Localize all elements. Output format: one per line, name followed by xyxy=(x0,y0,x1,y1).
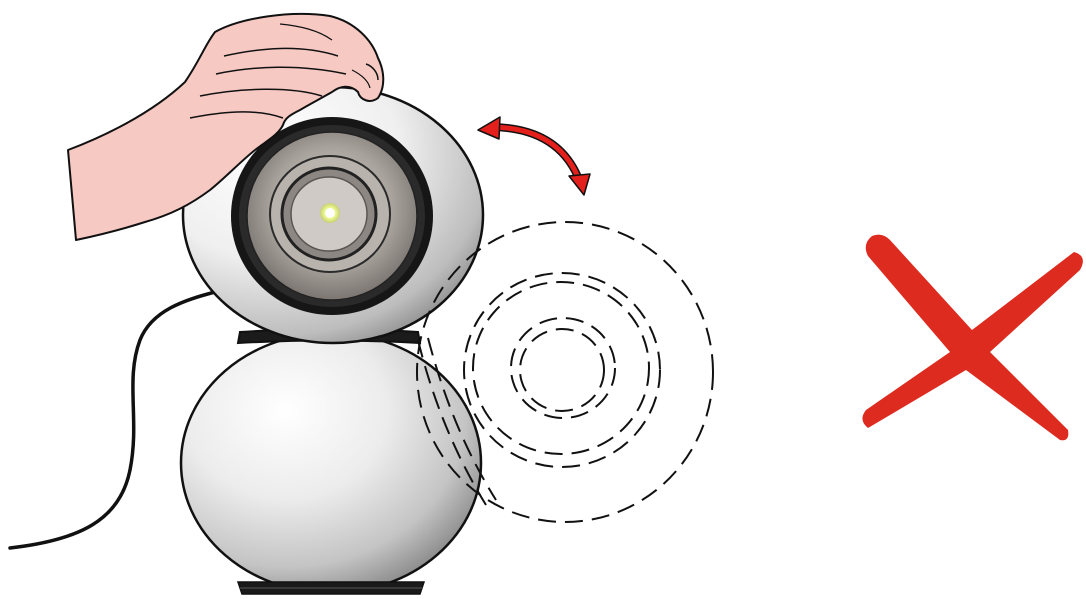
curved-double-arrow-icon xyxy=(478,117,590,195)
power-cable xyxy=(10,292,215,548)
red-x-icon xyxy=(862,235,1082,441)
device-body xyxy=(181,333,481,594)
